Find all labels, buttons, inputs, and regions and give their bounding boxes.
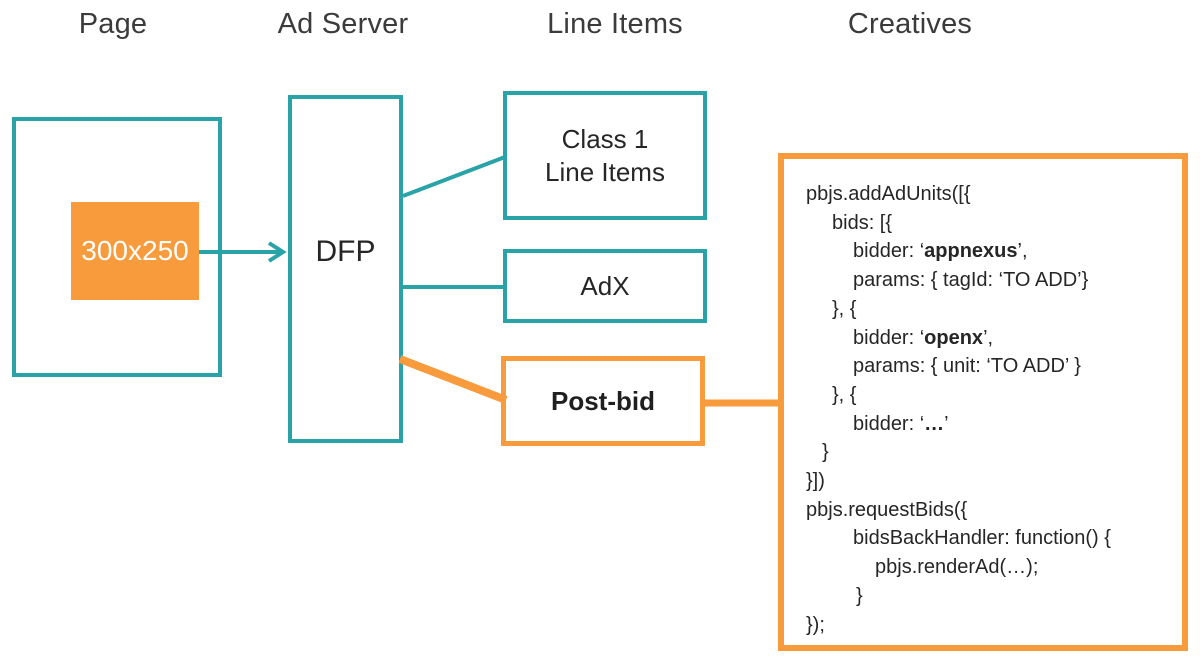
column-header-creatives: Creatives <box>847 8 973 40</box>
code-block: pbjs.addAdUnits([{ bids: [{ bidder: ‘appne… <box>806 180 1174 639</box>
dfp-box: DFP <box>288 95 403 443</box>
code-line: bidder: ‘…’ <box>853 412 949 435</box>
postbid-label: Post-bid <box>551 385 655 416</box>
class1-label-line1: Class 1 <box>561 123 649 154</box>
column-header-ad-server: Ad Server <box>277 8 409 40</box>
code-line: } <box>856 584 863 607</box>
connector-dfp-to-postbid <box>398 355 508 404</box>
code-line: bids: [{ <box>832 211 893 234</box>
code-line: }); <box>806 613 825 636</box>
code-line: }, { <box>832 383 857 406</box>
code-line: pbjs.renderAd(…); <box>875 556 1039 579</box>
code-line: params: { unit: ‘TO ADD’ } <box>853 355 1081 378</box>
code-line: bidder: ‘openx’, <box>853 326 994 349</box>
class1-label-line2: Line Items <box>545 156 665 187</box>
adx-label: AdX <box>580 270 630 301</box>
code-line: } <box>822 441 829 464</box>
creatives-code-box: pbjs.addAdUnits([{ bids: [{ bidder: ‘appne… <box>778 153 1188 651</box>
ad-slot-300x250: 300x250 <box>71 202 199 300</box>
dfp-label: DFP <box>315 235 376 268</box>
code-line: bidder: ‘appnexus’, <box>853 240 1028 263</box>
code-line: }, { <box>832 297 857 320</box>
connector-dfp-to-class1 <box>402 155 506 198</box>
code-line: params: { tagId: ‘TO ADD’} <box>853 269 1089 292</box>
ad-slot-label: 300x250 <box>81 235 189 266</box>
class1-line-items-box: Class 1 Line Items <box>503 91 707 220</box>
code-line: }]) <box>806 470 825 493</box>
column-header-line-items: Line Items <box>547 8 683 40</box>
code-line: pbjs.addAdUnits([{ <box>806 183 971 205</box>
code-line: pbjs.requestBids({ <box>806 498 968 521</box>
arrowhead-page-to-dfp <box>267 241 287 263</box>
code-line: bidsBackHandler: function() { <box>853 527 1111 550</box>
postbid-box: Post-bid <box>501 356 705 446</box>
column-header-page: Page <box>78 8 148 40</box>
adx-box: AdX <box>503 249 707 323</box>
